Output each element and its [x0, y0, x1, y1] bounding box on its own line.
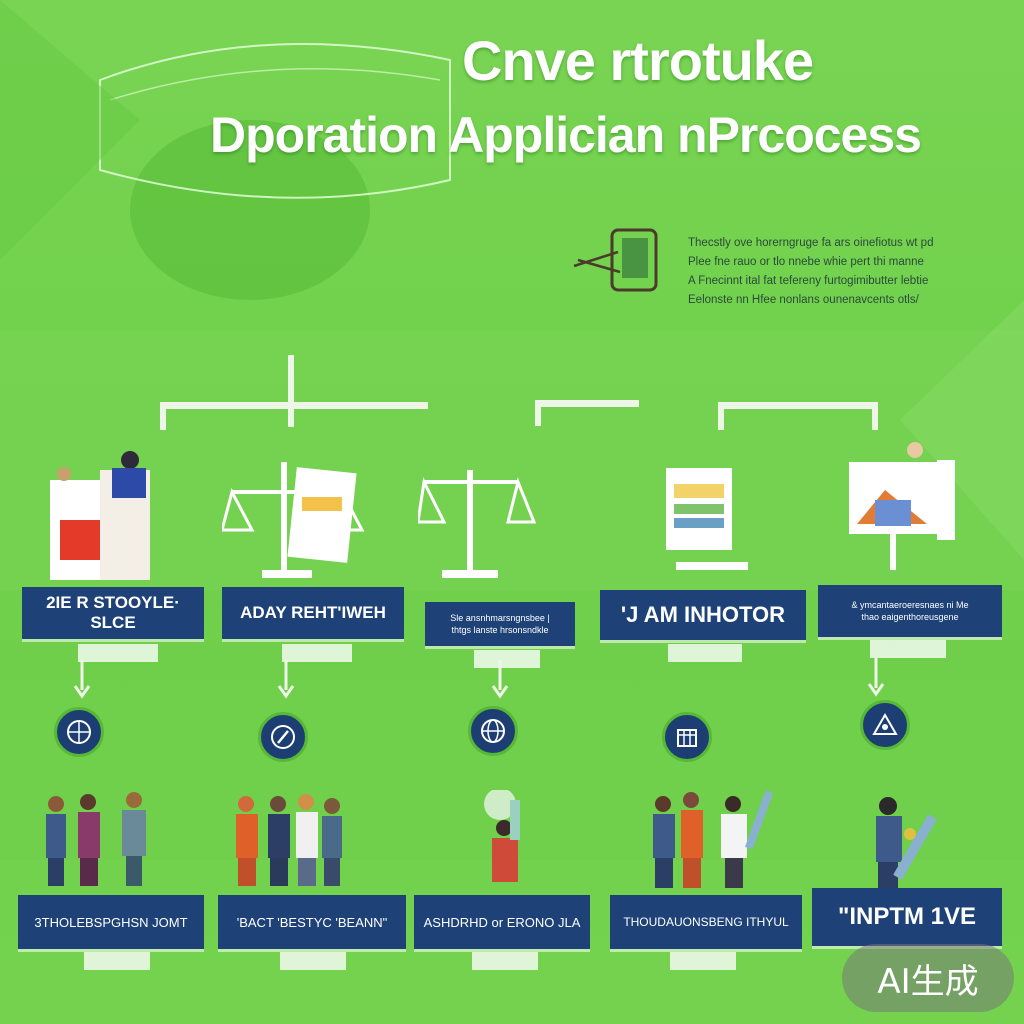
intro-line: Thecstly ove horerngruge fa ars oinefiot…	[688, 237, 934, 249]
calendar-globe-icon	[662, 712, 712, 762]
step-label-top-3: Sle ansnhmarsngnsbee | thtgs lanste hrso…	[425, 602, 575, 646]
connector-drop-3a	[718, 402, 724, 430]
globe-hand-icon	[54, 707, 104, 757]
connector-vertical-main	[288, 355, 294, 427]
arrow-down	[73, 660, 91, 699]
label-tab	[668, 644, 742, 662]
label-tab	[870, 640, 946, 658]
label-tab	[78, 644, 158, 662]
triangle-hand-icon	[860, 700, 910, 750]
label-tab	[282, 644, 352, 662]
step-label-bottom-2: 'BACT 'BESTYC 'BEANN"	[218, 895, 406, 949]
person-figure-illustration	[876, 797, 937, 888]
globe-icon	[468, 706, 518, 756]
title-line-2: Dporation Applician nPrcocess	[210, 107, 922, 163]
step-label-bottom-4: THOUDAUONSBENG ITHYUL	[610, 895, 802, 949]
intro-line: A Fnecinnt ital fat tefereny furtogimibu…	[688, 275, 929, 287]
connector-drop-2	[535, 400, 541, 426]
arrow-down	[867, 658, 885, 697]
connector-drop-3b	[872, 402, 878, 430]
pen-circle-icon	[258, 712, 308, 762]
step-label-top-1: 2IE R STOOYLE· SLCE	[22, 587, 204, 639]
step-label-top-2: ADAY REHT'IWEH	[222, 587, 404, 639]
intro-line: Eelonste nn Hfee nonlans ounenavcents ot…	[688, 294, 919, 306]
label-tab	[84, 952, 150, 970]
scales-illustration	[418, 470, 537, 578]
step-label-bottom-5: "INPTM 1VE	[812, 888, 1002, 946]
form-monitor-illustration	[666, 468, 748, 570]
title-line-1: Cnve rtrotuke	[462, 29, 814, 92]
hand-pen-illustration	[573, 228, 658, 292]
applicant-desk-illustration	[50, 451, 150, 580]
step-label-top-5: & ymcantaeroeresnaes ni Me thao eaigenth…	[818, 585, 1002, 637]
connector-horizontal-1	[160, 402, 428, 409]
connector-horizontal-2	[535, 400, 639, 407]
people-group-illustration	[653, 790, 774, 888]
intro-paragraph: Thecstly ove horerngruge fa ars oinefiot…	[688, 234, 1018, 310]
people-group-illustration	[236, 794, 342, 886]
connector-drop-1	[160, 402, 166, 430]
label-tab	[280, 952, 346, 970]
step-label-bottom-1: 3THOLEBSPGHSN JOMT	[18, 895, 204, 949]
label-tab	[472, 952, 538, 970]
connector-horizontal-3	[718, 402, 878, 409]
label-tab	[474, 650, 540, 668]
scales-document-illustration	[222, 462, 365, 578]
presentation-board-illustration	[849, 442, 955, 570]
intro-line: Plee fne rauo or tlo nnebe whie pert thi…	[688, 256, 924, 268]
person-figure-illustration	[484, 790, 520, 882]
step-label-bottom-3: ASHDRHD or ERONO JLA	[414, 895, 590, 949]
people-group-illustration	[46, 792, 146, 886]
step-label-top-4: 'J AM INHOTOR	[600, 590, 806, 640]
ai-generated-badge: AI生成	[842, 944, 1014, 1012]
arrow-down	[277, 660, 295, 699]
label-tab	[670, 952, 736, 970]
